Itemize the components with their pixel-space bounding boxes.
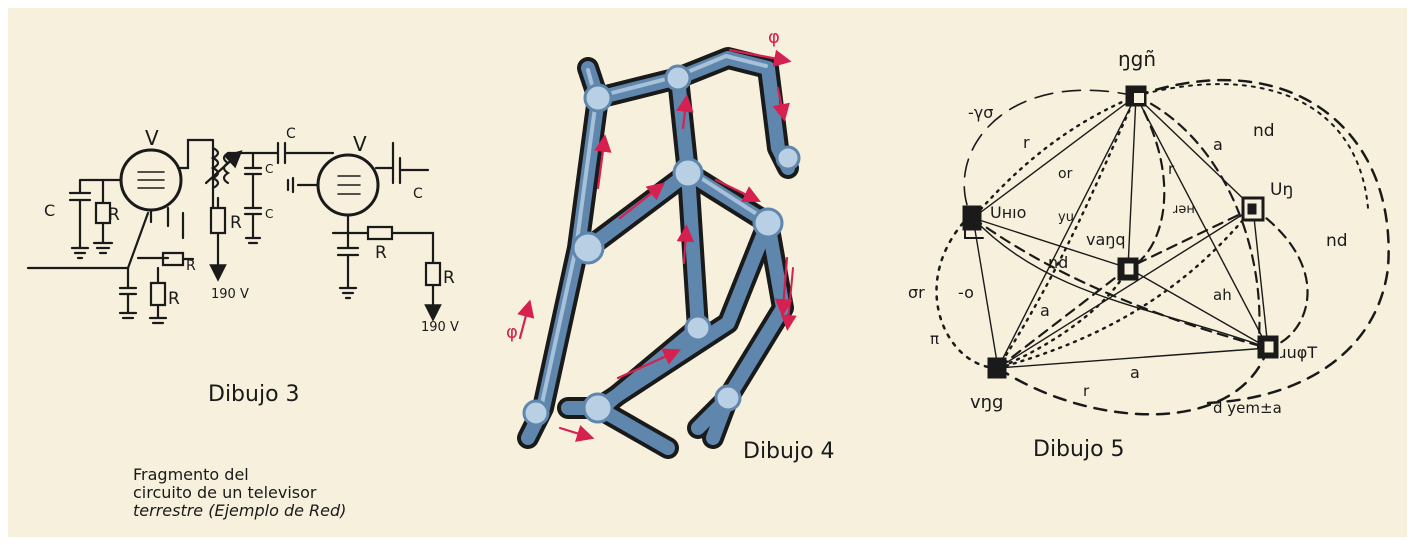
edge-label: ɹəн [1173,202,1195,217]
edge-label: σr [908,283,925,302]
edge-label: r [1168,160,1175,178]
node-label-top: ŋgñ [1118,47,1156,71]
graph-node [1243,198,1263,220]
drawing-4-network: φ φ Dibujo 4 [506,27,835,464]
voltage-label: 190 V [421,320,459,335]
node-label-right-bottom: ɹuφT [1280,343,1317,362]
r-label: R [230,213,242,233]
flux-symbol-top: φ [768,27,780,48]
r-label: R [108,205,120,225]
edge-label: nd [1326,231,1348,251]
drawing-5-caption: Dibujo 5 [1033,437,1125,462]
voltage-label: 190 V [211,287,249,302]
edge-label: ah [1213,286,1232,304]
r-label: R [186,258,196,274]
c-label: C [265,162,273,176]
node-label-left: Uнıo [990,203,1026,222]
drawing-5-graph [937,80,1389,414]
graph-node [963,206,983,238]
tube-right-label: V [353,132,367,156]
node-label-center: vaŋq [1086,230,1126,249]
r-label: R [443,268,455,288]
c-label: C [44,201,55,220]
edge-label: nd [1048,253,1068,272]
edge-label: a [1130,363,1140,382]
circuit-note-line: terrestre (Ejemplo de Red) [133,501,346,520]
node-label-right: Uŋ [1270,180,1293,200]
drawing-5-labels: ŋgñ Uнıo vaŋq Uŋ ɹuφT vŋg -γσ r or yu r … [908,47,1348,462]
drawing-3-labels: V V C C C C C R R R R R R 190 V 190 V Di… [44,126,459,520]
edge-label: r [1083,382,1090,400]
circuit-note-line: Fragmento del [133,465,249,484]
edge-label: -o [958,283,974,302]
edge-label: or [1058,166,1073,182]
sketch-canvas: V V C C C C C R R R R R R 190 V 190 V Di… [8,8,1407,537]
flux-symbol-left: φ [506,322,518,343]
drawing-sheet: V V C C C C C R R R R R R 190 V 190 V Di… [8,8,1407,537]
drawing-4-caption: Dibujo 4 [743,439,835,464]
edge-label: π [930,330,939,348]
edge-label: d yem±a [1213,399,1282,417]
c-label: C [286,126,296,142]
c-label: C [265,207,273,221]
graph-node [988,358,1006,378]
edge-label: -γσ [968,103,993,122]
r-label: R [168,289,180,309]
circuit-note-line: circuito de un televisor [133,483,317,502]
graph-node [1118,258,1138,280]
edge-label: a [1040,301,1050,320]
drawing-3-caption: Dibujo 3 [208,382,300,407]
graph-node [1258,336,1278,358]
edge-label: a [1213,135,1223,154]
edge-label: r [1023,133,1030,152]
c-label: C [413,186,423,202]
edge-label: nd [1253,121,1275,141]
r-label: R [375,243,387,263]
node-label-bottom-left: vŋg [970,392,1004,413]
edge-label: yu [1058,210,1074,225]
tube-left-label: V [145,126,159,150]
graph-node [1126,86,1146,106]
